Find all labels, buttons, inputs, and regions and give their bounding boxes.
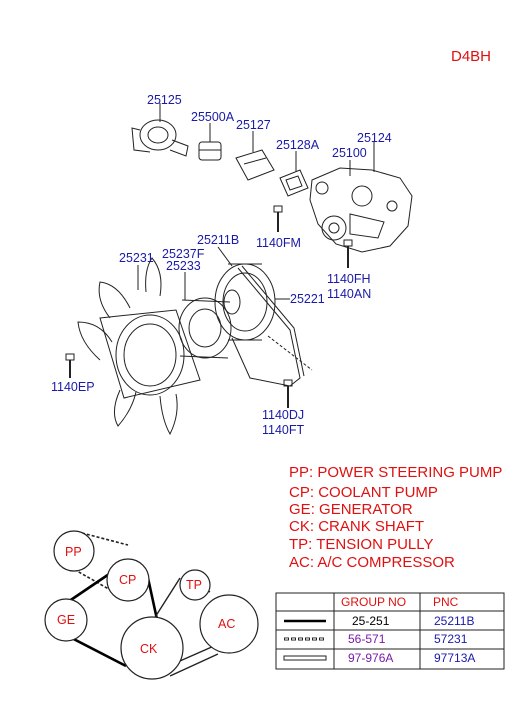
bolt-1140fh-drawing [343, 239, 353, 268]
bolt-1140dj-drawing [283, 379, 293, 408]
part-label-25127: 25127 [236, 118, 271, 132]
legend-pp: PP: POWER STEERING PUMP [289, 464, 502, 481]
part-label-25237f: 25237F [162, 247, 205, 261]
pulley-drawing [214, 246, 290, 341]
part-label-25125: 25125 [147, 93, 182, 107]
part-label-25211b: 25211B [197, 233, 239, 247]
pulley-ac [199, 594, 259, 654]
pulley-label-ck: CK [140, 642, 158, 656]
pulley-label-tp: TP [186, 578, 202, 592]
pulley-pp [53, 530, 95, 572]
pipe-drawing [235, 131, 275, 181]
thermostat-drawing [198, 123, 222, 161]
part-label-1140fm: 1140FM [256, 236, 301, 250]
cooling-fan-drawing [77, 257, 201, 436]
table-row-2-group: 56-571 [348, 632, 386, 646]
pulley-label-ac: AC [218, 617, 235, 631]
belt-tp-ck-inner [151, 577, 181, 623]
belt-pp-cp-upper [81, 532, 129, 546]
line-style-double [283, 655, 327, 661]
legend-cp: CP: COOLANT PUMP [289, 484, 438, 501]
group-pnc-table: GROUP NO PNC 25-251 25211B 56-571 57231 … [275, 592, 505, 670]
part-label-25124: 25124 [357, 131, 392, 145]
table-header-group: GROUP NO [341, 595, 406, 609]
water-pump-drawing [309, 142, 413, 253]
bolt-1140fm-drawing [273, 205, 283, 232]
bolt-1140ep-drawing [65, 353, 75, 378]
gasket-drawing [279, 151, 309, 197]
table-row-3-group: 97-976A [348, 651, 393, 665]
part-label-1140fh: 1140FH [327, 272, 371, 286]
part-label-25500a: 25500A [191, 110, 235, 124]
pulley-cp [106, 558, 150, 602]
legend-tp: TP: TENSION PULLY [289, 536, 434, 553]
part-label-1140an: 1140AN [327, 287, 371, 301]
part-label-1140ft: 1140FT [262, 423, 305, 437]
pulley-label-ge: GE [57, 613, 75, 627]
table-row-1-group: 25-251 [352, 614, 390, 628]
table-row-1-pnc: 25211B [434, 614, 474, 628]
legend-ck: CK: CRANK SHAFT [289, 518, 424, 535]
table-row-3-pnc: 97713A [434, 651, 475, 665]
pulley-label-cp: CP [119, 573, 136, 587]
legend: PP: POWER STEERING PUMP CP: COOLANT PUMP… [289, 464, 502, 571]
belt-ck-ac-lower [169, 653, 219, 677]
part-label-25233: 25233 [166, 259, 201, 273]
part-label-1140ep: 1140EP [51, 380, 95, 394]
part-label-25128a: 25128A [276, 138, 320, 152]
belt-routing-diagram: PP CP GE CK TP AC [44, 530, 259, 680]
pulley-tp [179, 569, 211, 601]
thermostat-housing-drawing [131, 103, 189, 157]
part-label-25231: 25231 [119, 251, 154, 265]
engine-code: D4BH [451, 48, 491, 65]
table-row-2-pnc: 57231 [434, 632, 468, 646]
legend-ge: GE: GENERATOR [289, 501, 413, 518]
part-label-25221: 25221 [290, 292, 325, 306]
pulley-ge [44, 598, 88, 642]
part-label-1140dj: 1140DJ [262, 408, 304, 422]
pulley-ck [120, 616, 184, 680]
table-header-pnc: PNC [433, 595, 459, 609]
part-label-25100: 25100 [332, 146, 367, 160]
fan-clutch-drawing [178, 272, 232, 359]
belt-pp-cp-lower [69, 566, 115, 593]
legend-ac: AC: A/C COMPRESSOR [289, 554, 455, 571]
pulley-label-pp: PP [65, 545, 82, 559]
v-belt-drawing [231, 265, 313, 387]
